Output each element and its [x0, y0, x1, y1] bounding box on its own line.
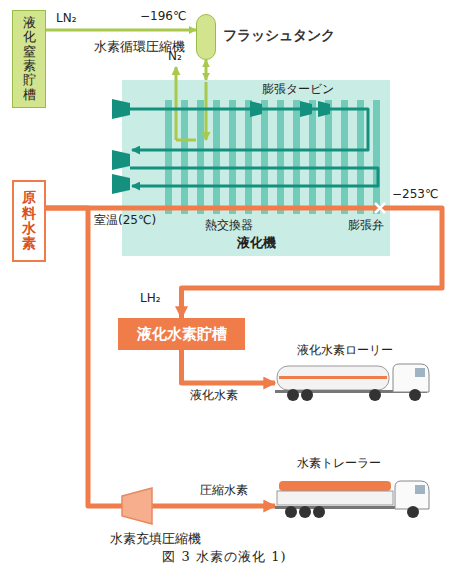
storage-tank: 液化窒素貯槽: [12, 10, 46, 108]
compressor-symbol: 水素充填圧縮機: [122, 488, 152, 524]
flow-line: [182, 350, 276, 383]
edge-label: LH₂: [140, 292, 161, 306]
edge-label: 室温(25℃): [94, 214, 156, 228]
edge-label: LN₂: [56, 12, 76, 26]
tanker-truck-drawing: [393, 364, 429, 392]
tanker-truck-drawing: [279, 376, 387, 379]
node-text: 液化水素貯槽: [137, 325, 227, 344]
tube-trailer-drawing: [313, 506, 325, 518]
flow-line: [152, 504, 275, 509]
node-text: 液化水素ローリー: [297, 342, 393, 359]
compressor-symbol-drawing: [122, 488, 152, 524]
node-text: 液化窒素貯槽: [23, 16, 36, 102]
flow-line: [205, 60, 208, 80]
tube-trailer-drawing: [299, 506, 311, 518]
tube-trailer-drawing: [395, 481, 429, 509]
node-text: 水素充填圧縮機: [110, 530, 201, 548]
node-text: フラッシュタンク: [223, 27, 335, 45]
label-text: 水素循環圧縮機: [94, 40, 107, 54]
tube-trailer-drawing: [415, 485, 425, 494]
node-text: 液化機: [237, 234, 276, 252]
label-text: −196℃: [140, 10, 186, 24]
tanker-truck-drawing: [275, 362, 432, 402]
label: 膨張タービン: [262, 83, 334, 97]
label-text: 熱交換器: [205, 219, 253, 233]
tube-trailer-drawing: [279, 481, 391, 491]
tube-trailer-drawing: [275, 475, 432, 519]
tanker-truck-drawing: [301, 389, 313, 401]
compressor-symbol-drawing: [122, 488, 152, 524]
flow-line: [46, 208, 122, 506]
edge-label-text: 圧縮水素: [200, 484, 248, 498]
label-text: 膨張タービン: [262, 83, 334, 97]
tanker-truck-drawing: [409, 389, 421, 401]
figure-caption: 図 3 水素の液化 1): [162, 549, 286, 564]
edge-label-text: LH₂: [140, 292, 161, 306]
storage-tank: 液化水素貯槽: [118, 318, 245, 350]
flow-line: [46, 206, 122, 211]
label: −196℃: [140, 10, 186, 24]
node-text: 原料水素: [22, 190, 36, 252]
edge-label-text: LN₂: [56, 12, 76, 26]
tanker-truck-drawing: [369, 389, 381, 401]
edge-label: 液化水素: [190, 389, 238, 403]
caption-box: 図 3 水素の液化 1): [0, 548, 449, 566]
label: 水素循環圧縮機: [94, 40, 107, 54]
label-text: 膨張弁: [348, 219, 384, 233]
tanker-truck-drawing: [287, 389, 299, 401]
label: N₂: [168, 50, 182, 64]
label: 膨張弁: [348, 219, 384, 233]
label-text: N₂: [168, 50, 182, 64]
node-text: 水素トレーラー: [297, 455, 381, 472]
feed-box: 原料水素: [12, 180, 46, 262]
edge-label-text: 室温(25℃): [94, 214, 156, 228]
flash-tank: フラッシュタンク: [196, 14, 216, 60]
tube-trailer-drawing: [285, 506, 297, 518]
tanker-truck-drawing: [415, 368, 425, 377]
edge-label-text: 液化水素: [190, 389, 238, 403]
edge-label: 圧縮水素: [200, 484, 248, 498]
tanker-truck: 液化水素ローリー: [275, 362, 432, 402]
tube-trailer-drawing: [407, 506, 419, 518]
tanker-truck-drawing: [277, 366, 389, 390]
label-text: −253℃: [392, 188, 438, 202]
tube-trailer: 水素トレーラー: [275, 475, 432, 519]
label: 熱交換器: [205, 219, 253, 233]
label: −253℃: [392, 188, 438, 202]
flow-line: [46, 29, 196, 32]
tube-trailer-drawing: [277, 491, 393, 505]
